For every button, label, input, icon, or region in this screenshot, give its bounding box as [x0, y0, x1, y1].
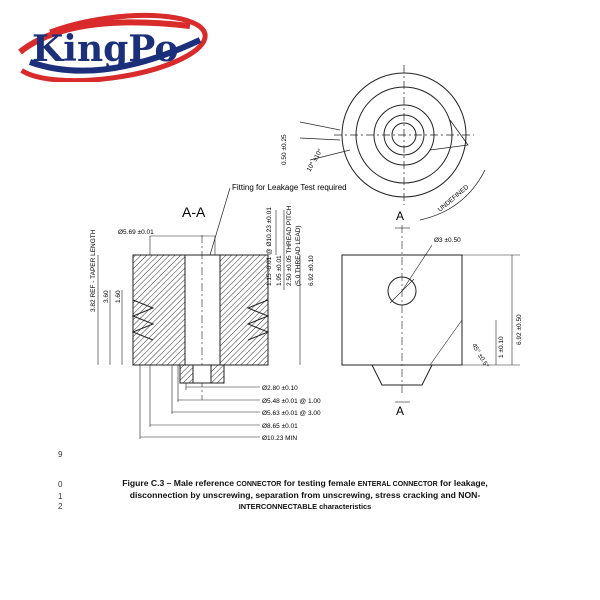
end-view	[299, 65, 486, 221]
dim-250: 2.50 ±0.05 THREAD PITCH	[286, 205, 293, 286]
margin-mark: 2	[58, 502, 63, 511]
dim-115: 1.15 -0.01 @ Ø10.23 ±0.01	[266, 207, 273, 286]
caption-line1-d: ENTERAL CONNECTOR	[357, 481, 438, 488]
section-title: A-A	[182, 204, 206, 220]
margin-mark: 1	[58, 492, 63, 501]
section-mark-top: A	[396, 209, 404, 223]
logo-text: KingPo	[32, 28, 179, 70]
dim-548: Ø5.48 ±0.01 @ 1.00	[262, 398, 321, 405]
caption-line1-e: for leakage,	[437, 478, 488, 488]
dim-382: 3.82 REF - TAPER LENGTH	[90, 229, 97, 312]
dim-thread-lead: (5.0 THREAD LEAD)	[295, 225, 302, 286]
dim-195: 1.95 ±0.01	[276, 255, 283, 286]
kingpo-logo: KingPo	[10, 12, 210, 84]
margin-mark: 9	[58, 450, 63, 459]
dim-hole: Ø3 ±0.50	[434, 237, 461, 244]
dim-692: 6.92 ±0.10	[308, 255, 315, 286]
dim-280: Ø2.80 ±0.10	[262, 385, 298, 392]
logo-swoosh	[12, 12, 208, 84]
dim-563: Ø5.63 ±0.01 @ 3.00	[262, 410, 321, 417]
dim-569: Ø5.69 ±0.01	[118, 229, 154, 236]
dim-10deg: 10° ±10°	[305, 147, 325, 173]
dim-865: Ø8.65 ±0.01	[262, 423, 298, 430]
section-mark-bottom: A	[396, 404, 404, 418]
section-body	[131, 235, 270, 400]
fitting-note: Fitting for Leakage Test required	[232, 183, 347, 192]
undefined-label: UNDEFINED	[437, 184, 471, 214]
dim-160: 1.60	[115, 290, 122, 303]
dim-45deg: 45° ±0.5°	[470, 342, 491, 370]
figure-caption: Figure C.3 – Male reference CONNECTOR fo…	[95, 478, 515, 512]
margin-mark: 0	[58, 480, 63, 489]
caption-line2: disconnection by unscrewing, separation …	[129, 490, 481, 500]
side-view	[341, 225, 520, 403]
dim-1-010: 1 ±0.10	[498, 336, 505, 358]
dim-1023: Ø10.23 MIN	[262, 435, 297, 442]
dim-360: 3.60	[103, 290, 110, 303]
dim-692-050: 6.92 ±0.50	[516, 314, 523, 345]
caption-line3: INTERCONNECTABLE characteristics	[238, 502, 372, 511]
caption-line1-c: for testing female	[281, 478, 358, 488]
caption-line1-b: CONNECTOR	[236, 481, 282, 488]
caption-line1-a: Figure C.3 – Male reference	[122, 478, 237, 488]
dim-050: 0.50 ±0.25	[281, 134, 288, 165]
